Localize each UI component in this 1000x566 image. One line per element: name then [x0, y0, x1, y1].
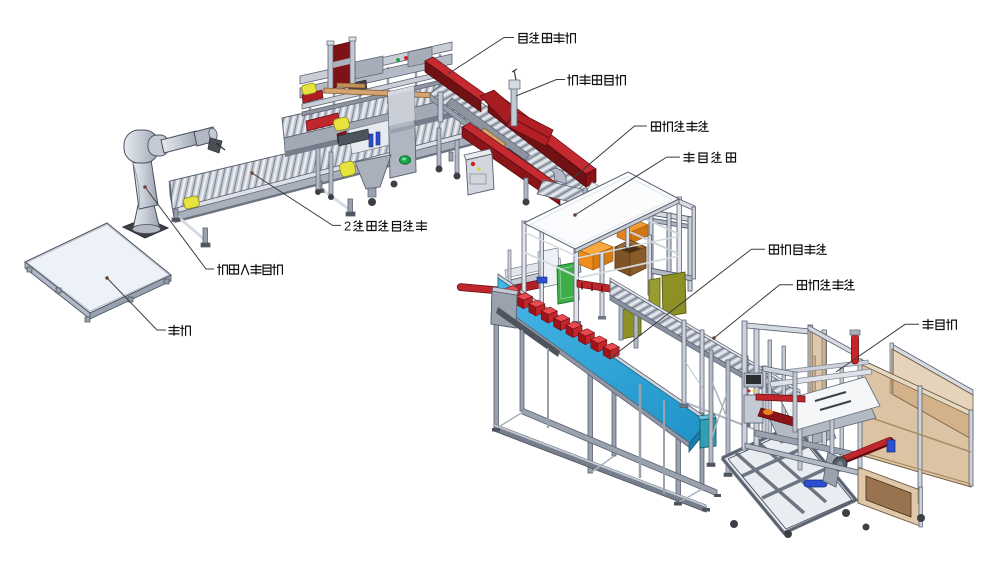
svg-text:2: 2 — [344, 219, 351, 234]
